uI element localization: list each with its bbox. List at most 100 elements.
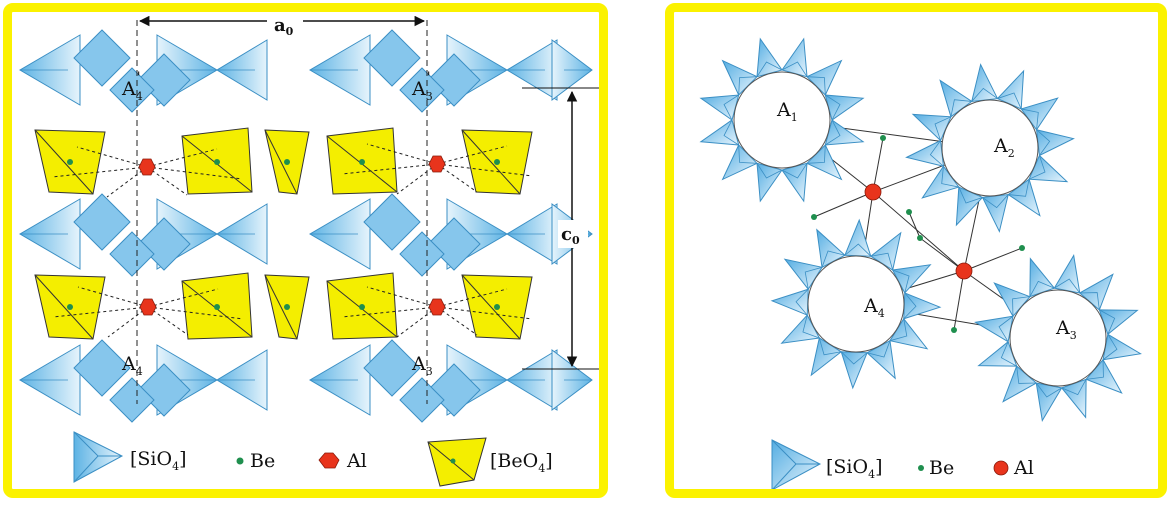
- be-atom: [67, 159, 73, 165]
- bond-line: [963, 247, 1023, 272]
- be-atom: [284, 159, 290, 165]
- bond-line: [366, 143, 438, 165]
- bond-line: [146, 166, 188, 196]
- sio4-tetrahedron: [73, 29, 131, 87]
- sio4-tetrahedron: [363, 339, 421, 397]
- site-label-a3-prime: A3': [411, 70, 433, 103]
- legend-sio4-icon: [73, 431, 124, 483]
- beo4-tetrahedron: [264, 274, 310, 340]
- bond-line: [908, 211, 921, 239]
- sio4-tetrahedron: [756, 162, 783, 203]
- site-label-a1: A1: [776, 99, 798, 124]
- be-atom: [359, 304, 365, 310]
- sio4-ring: [770, 218, 942, 390]
- legend-sio4-label: [SiO4]: [130, 448, 187, 473]
- be-atom: [284, 304, 290, 310]
- bond-line: [106, 166, 148, 198]
- be-atom: [494, 159, 500, 165]
- site-label-a3: A3: [411, 353, 433, 378]
- be-atom: [214, 159, 220, 165]
- structure-side-view-panel: a0 c0 A4' A3' A4 A3 [SiO4] Be Al: [3, 3, 608, 498]
- legend-be-dot: [918, 465, 924, 471]
- bond-line: [341, 306, 438, 318]
- site-label-a4-prime: A4': [121, 70, 143, 103]
- bond-line: [51, 166, 148, 178]
- al-atom: [428, 298, 446, 316]
- c0-label-bg: [558, 220, 588, 248]
- be-atom: [1019, 245, 1025, 251]
- be-atom: [917, 235, 923, 241]
- bond-line: [146, 166, 243, 180]
- bond-line: [436, 306, 533, 320]
- beo4-tetrahedron: [181, 127, 253, 195]
- sio4-tetrahedron: [19, 34, 81, 106]
- beo4-tetrahedron: [461, 274, 533, 340]
- sio4-tetrahedron: [363, 29, 421, 87]
- beo4-tetrahedron: [461, 129, 533, 195]
- sio4-tetrahedron: [309, 34, 371, 106]
- sio4-tetrahedron: [399, 67, 445, 113]
- sio4-tetrahedron: [363, 193, 421, 251]
- bond-line: [396, 306, 438, 338]
- sio4-tetrahedron: [780, 314, 821, 344]
- sio4-tetrahedron: [781, 37, 808, 78]
- sio4-tetrahedron: [971, 63, 999, 103]
- beo4-tetrahedra-layer: [34, 127, 533, 340]
- beo4-tetrahedron: [181, 272, 253, 340]
- site-label-a4: A4: [863, 295, 885, 320]
- sio4-tetrahedron: [1102, 333, 1142, 361]
- al-atom: [138, 158, 156, 176]
- sio4-tetrahedron: [399, 231, 445, 277]
- side-view-diagram: a0 c0 A4' A3' A4 A3 [SiO4] Be Al: [19, 12, 599, 487]
- beo4-tetrahedron: [326, 272, 398, 340]
- sio4-tetrahedron: [756, 37, 783, 78]
- legend-beo4-label: [BeO4]: [490, 450, 553, 475]
- legend-sio4-label: [SiO4]: [826, 456, 883, 481]
- sio4-ring: [905, 63, 1075, 233]
- bond-line: [436, 145, 508, 165]
- legend-be-label: Be: [250, 450, 275, 472]
- legend-al-label: Al: [346, 450, 367, 472]
- bond-line: [436, 163, 533, 177]
- bond-line: [146, 148, 218, 168]
- sio4-tetrahedron: [19, 198, 81, 270]
- sio4-tetrahedron: [109, 377, 155, 423]
- site-label-a3: A3: [1055, 317, 1077, 342]
- bond-line: [52, 306, 149, 318]
- be-atom: [67, 304, 73, 310]
- sio4-tetrahedron: [216, 39, 268, 101]
- be-atom: [951, 327, 957, 333]
- sio4-tetrahedron: [109, 231, 155, 277]
- bond-line: [813, 191, 874, 218]
- bond-line: [77, 286, 149, 308]
- bond-line: [872, 137, 884, 193]
- al-atom: [864, 183, 882, 201]
- bond-line: [147, 288, 219, 308]
- legend-al-label: Al: [1013, 457, 1034, 479]
- sio4-tetrahedron: [109, 67, 155, 113]
- be-atom: [359, 159, 365, 165]
- sio4-rings-layer: [699, 37, 1142, 422]
- a0-label-bg: [267, 12, 303, 34]
- legend: [SiO4] Be Al [BeO4]: [73, 431, 553, 487]
- sio4-tetrahedron: [974, 315, 1014, 343]
- bond-line: [436, 288, 508, 308]
- be-atom: [214, 304, 220, 310]
- sio4-tetrahedron: [781, 162, 808, 203]
- bond-line: [436, 306, 478, 336]
- sio4-tetrahedron: [551, 39, 593, 101]
- sio4-tetrahedron: [1035, 382, 1063, 422]
- bond-lines: [51, 143, 533, 338]
- atoms-layer: [811, 135, 1025, 333]
- bond-line: [107, 306, 149, 338]
- legend-beo4-icon: [427, 437, 487, 487]
- be-atom: [811, 214, 817, 220]
- sio4-tetrahedron: [844, 218, 872, 257]
- c0-label: c0: [561, 224, 580, 247]
- site-label-a4: A4: [121, 353, 143, 378]
- top-view-diagram: A1 A2 A4 A3 [SiO4] Be Al: [699, 37, 1142, 489]
- bond-line: [76, 146, 148, 168]
- sio4-tetrahedron: [1053, 254, 1081, 294]
- sio4-tetrahedron: [19, 344, 81, 416]
- beo4-tetrahedron: [326, 127, 398, 195]
